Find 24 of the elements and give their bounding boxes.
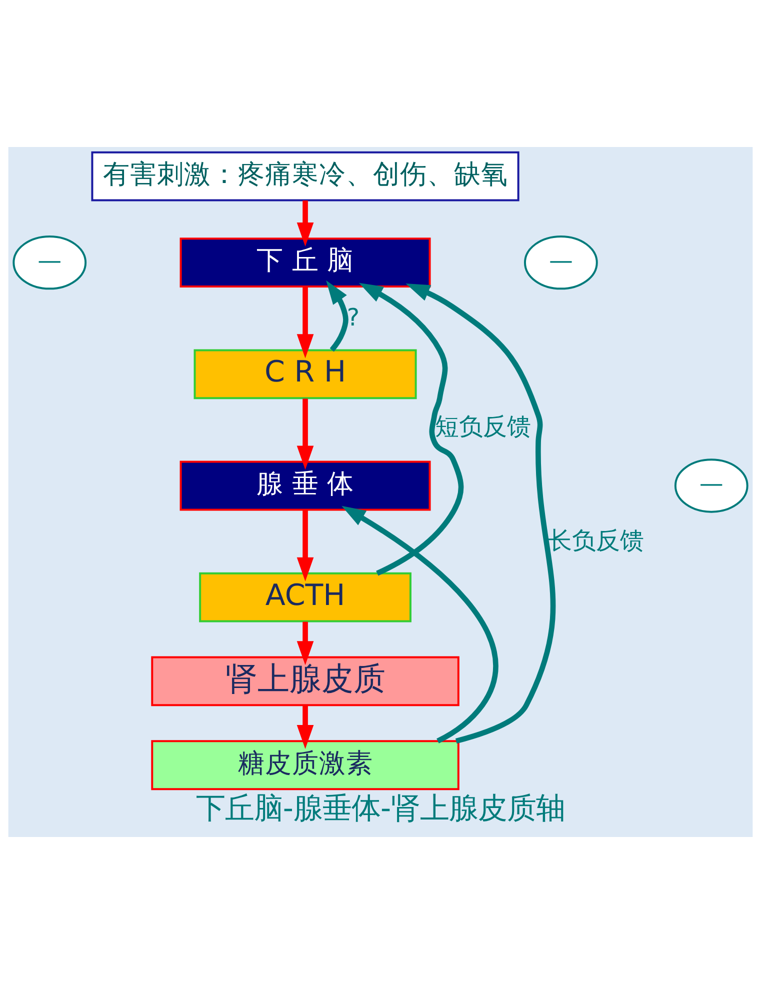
arrow (296, 510, 314, 582)
edge-label: 短负反馈 (435, 412, 532, 441)
edge-label: 长负反馈 (548, 526, 644, 555)
node-ellipse: — (12, 235, 87, 290)
node-box: 腺 垂 体 (180, 460, 431, 511)
arrow (296, 622, 314, 666)
node-box: 肾上腺皮质 (151, 656, 460, 706)
node-box: C R H (194, 349, 417, 400)
node-box: ACTH (199, 572, 412, 622)
node-ellipse: — (674, 458, 748, 513)
arrow (342, 506, 498, 744)
arrow (296, 706, 314, 749)
arrow (296, 287, 314, 358)
arrow (358, 282, 464, 576)
arrow (296, 398, 314, 470)
node-box: 糖皮质激素 (151, 740, 460, 790)
edge-label: ? (346, 303, 360, 332)
arrow (296, 200, 314, 246)
arrow (406, 284, 556, 744)
node-box: 有害刺激：疼痛寒冷、创伤、缺氧 (91, 151, 520, 202)
caption: 下丘脑-腺垂体-肾上腺皮质轴 (196, 790, 566, 825)
node-box: 下 丘 脑 (180, 238, 431, 288)
arrow (326, 280, 348, 352)
node-ellipse: — (524, 235, 598, 290)
